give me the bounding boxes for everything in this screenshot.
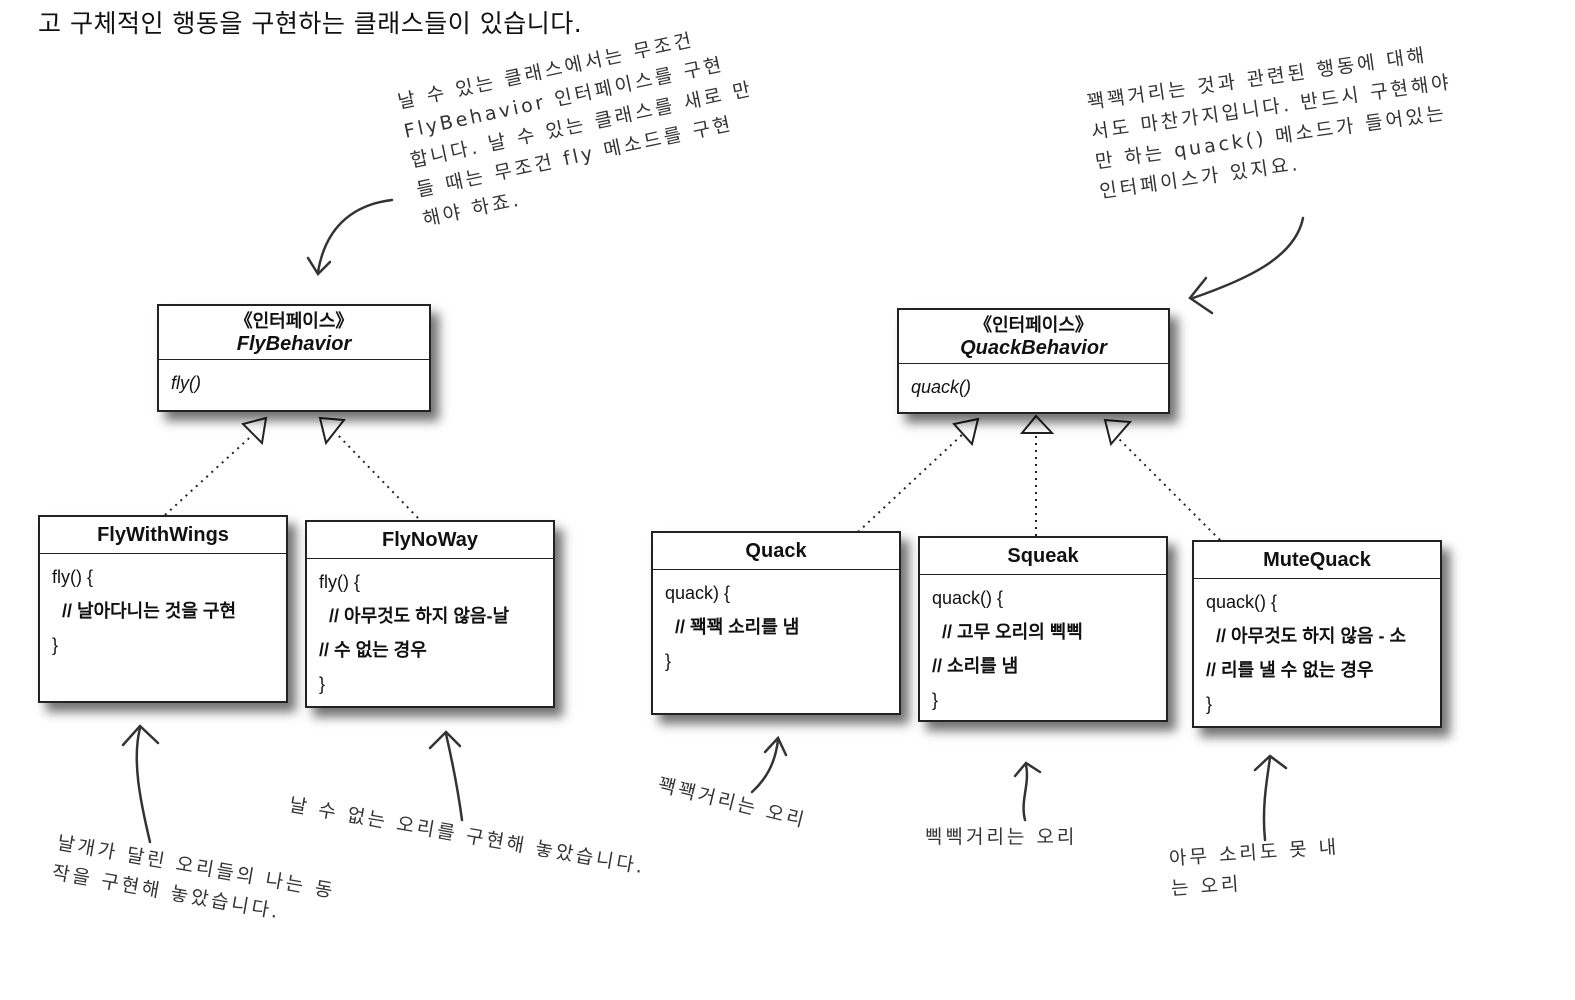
squeak-class-note: 삑삑거리는 오리 <box>925 822 1077 852</box>
note-arrow-fly <box>316 198 394 274</box>
code-line: fly() { <box>319 572 361 592</box>
code-line: quack() { <box>932 588 1004 608</box>
note-arrow-mute-head <box>1253 754 1288 772</box>
realization-arrowhead <box>1103 418 1133 447</box>
flynoway-class: FlyNoWay fly() { // 아무것도 하지 않음-날 // 수 없는… <box>305 520 555 708</box>
note-arrow-fly-head <box>306 256 332 276</box>
code-line: quack() { <box>1206 592 1278 612</box>
realization-flywithwings <box>164 429 259 516</box>
note-arrow-wings-head <box>121 724 160 747</box>
interface-method: fly() <box>171 373 201 393</box>
code-line: } <box>932 690 939 710</box>
note-line: 삑삑거리는 오리 <box>925 826 1078 848</box>
note-arrow-noway-head <box>428 730 462 750</box>
class-name: FlyNoWay <box>382 529 478 551</box>
code-line: } <box>319 674 326 694</box>
class-name: Squeak <box>1007 545 1079 567</box>
interface-stereotype: 《인터페이스》 <box>234 311 354 331</box>
quack-class: Quack quack) { // 꽥꽥 소리를 냄 } <box>651 531 901 715</box>
realization-mutequack <box>1111 431 1221 541</box>
class-name: MuteQuack <box>1263 549 1371 571</box>
note-arrow-quack-head <box>1188 276 1214 315</box>
code-comment: // 고무 오리의 삑삑 <box>942 622 1083 642</box>
code-line: } <box>1206 694 1213 714</box>
note-arrow-quackclass-head <box>763 735 788 757</box>
realization-arrowhead <box>952 417 980 447</box>
code-comment: // 리를 낼 수 없는 경우 <box>1206 660 1374 680</box>
mutequack-class-note: 아무 소리도 못 내 는 오리 <box>1168 832 1342 904</box>
note-arrow-mute <box>1262 756 1272 842</box>
realization-quack <box>857 431 966 533</box>
code-comment: // 소리를 냄 <box>932 656 1019 676</box>
code-line: fly() { <box>52 567 94 587</box>
code-comment: // 꽥꽥 소리를 냄 <box>675 617 800 637</box>
class-name: FlyWithWings <box>97 524 229 546</box>
code-comment: // 아무것도 하지 않음-날 <box>329 606 510 626</box>
quackbehavior-interface: 《인터페이스》 QuackBehavior quack() <box>897 308 1170 414</box>
squeak-class: Squeak quack() { // 고무 오리의 삑삑 // 소리를 냄 } <box>918 536 1168 722</box>
code-line: quack) { <box>665 583 731 603</box>
interface-method: quack() <box>911 377 972 397</box>
realization-arrowhead <box>318 416 346 446</box>
realization-arrowhead <box>241 416 268 446</box>
code-line: } <box>665 651 672 671</box>
realization-flynoway <box>334 431 419 519</box>
class-name: Quack <box>745 540 807 562</box>
realization-arrowhead <box>1019 414 1055 434</box>
code-comment: // 아무것도 하지 않음 - 소 <box>1216 626 1407 646</box>
interface-name: FlyBehavior <box>236 333 352 355</box>
intro-text: 고 구체적인 행동을 구현하는 클래스들이 있습니다. <box>38 9 583 38</box>
note-arrow-quack <box>1191 216 1305 300</box>
interface-name: QuackBehavior <box>960 337 1107 359</box>
note-arrow-quackclass <box>750 738 780 794</box>
code-comment: // 날아다니는 것을 구현 <box>62 601 237 621</box>
note-arrow-wings <box>135 726 152 844</box>
note-arrow-squeak-head <box>1013 761 1042 778</box>
note-arrow-noway <box>444 732 464 822</box>
code-line: } <box>52 635 59 655</box>
code-comment: // 수 없는 경우 <box>319 640 427 660</box>
flywithwings-class: FlyWithWings fly() { // 날아다니는 것을 구현 } <box>38 515 288 703</box>
flybehavior-interface: 《인터페이스》 FlyBehavior fly() <box>157 304 431 412</box>
note-arrow-squeak <box>1022 763 1029 822</box>
mutequack-class: MuteQuack quack() { // 아무것도 하지 않음 - 소 //… <box>1192 540 1442 728</box>
interface-stereotype: 《인터페이스》 <box>974 315 1093 335</box>
